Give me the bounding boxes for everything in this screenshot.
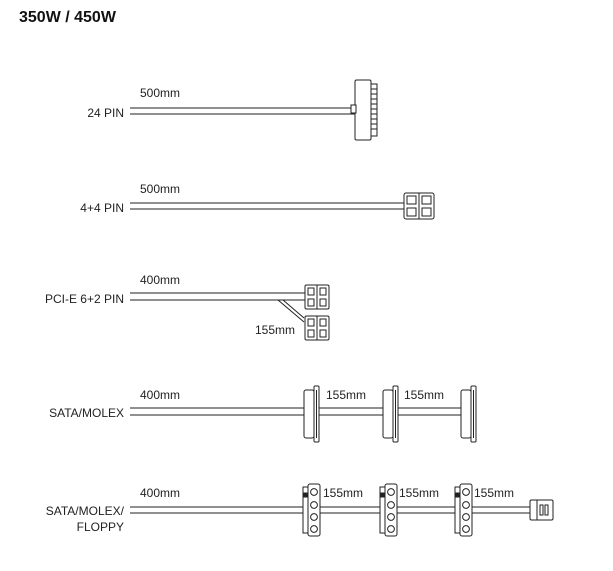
segment-label-sata-molex-1: 155mm <box>326 388 367 402</box>
segment-label-sata-molex-2: 155mm <box>404 388 445 402</box>
connector-pcie-branch-icon <box>304 315 330 341</box>
molex-connector-icon <box>454 483 473 537</box>
branch-wire <box>282 299 305 319</box>
connector-24pin-icon <box>350 79 378 141</box>
cable-label-24pin: 24 PIN <box>87 106 124 120</box>
sata-connector-icon <box>303 385 320 443</box>
cable-4plus4 <box>130 192 435 220</box>
diagram-title: 350W / 450W <box>19 9 116 26</box>
length-label-24pin: 500mm <box>140 86 181 100</box>
cable-sata-molex <box>130 385 477 443</box>
segment-label-smf-3: 155mm <box>474 486 515 500</box>
cable-label-sata-molex: SATA/MOLEX <box>49 406 124 420</box>
length-label-4plus4: 500mm <box>140 182 181 196</box>
cable-label-sata-molex-floppy-line1: SATA/MOLEX/ <box>45 504 124 518</box>
cable-label-sata-molex-floppy-line2: FLOPPY <box>76 520 124 534</box>
length-label-pcie-branch: 155mm <box>255 323 296 337</box>
cable-label-4plus4: 4+4 PIN <box>80 201 124 215</box>
segment-label-smf-2: 155mm <box>399 486 440 500</box>
molex-connector-icon <box>379 483 398 537</box>
sata-connector-icon <box>460 385 477 443</box>
length-label-sata-molex: 400mm <box>140 388 181 402</box>
cable-sata-molex-floppy <box>130 483 554 537</box>
sata-connector-icon <box>382 385 399 443</box>
branch-wire <box>277 299 305 323</box>
connector-pcie-main-icon <box>304 284 330 310</box>
cable-pcie <box>130 284 330 341</box>
connector-4plus4-icon <box>403 192 435 220</box>
molex-connector-icon <box>302 483 321 537</box>
length-label-pcie: 400mm <box>140 273 181 287</box>
segment-label-smf-1: 155mm <box>323 486 364 500</box>
cable-label-pcie: PCI-E 6+2 PIN <box>44 292 124 306</box>
cable-24pin <box>130 79 378 141</box>
floppy-connector-icon <box>529 499 554 521</box>
length-label-sata-molex-floppy: 400mm <box>140 486 181 500</box>
